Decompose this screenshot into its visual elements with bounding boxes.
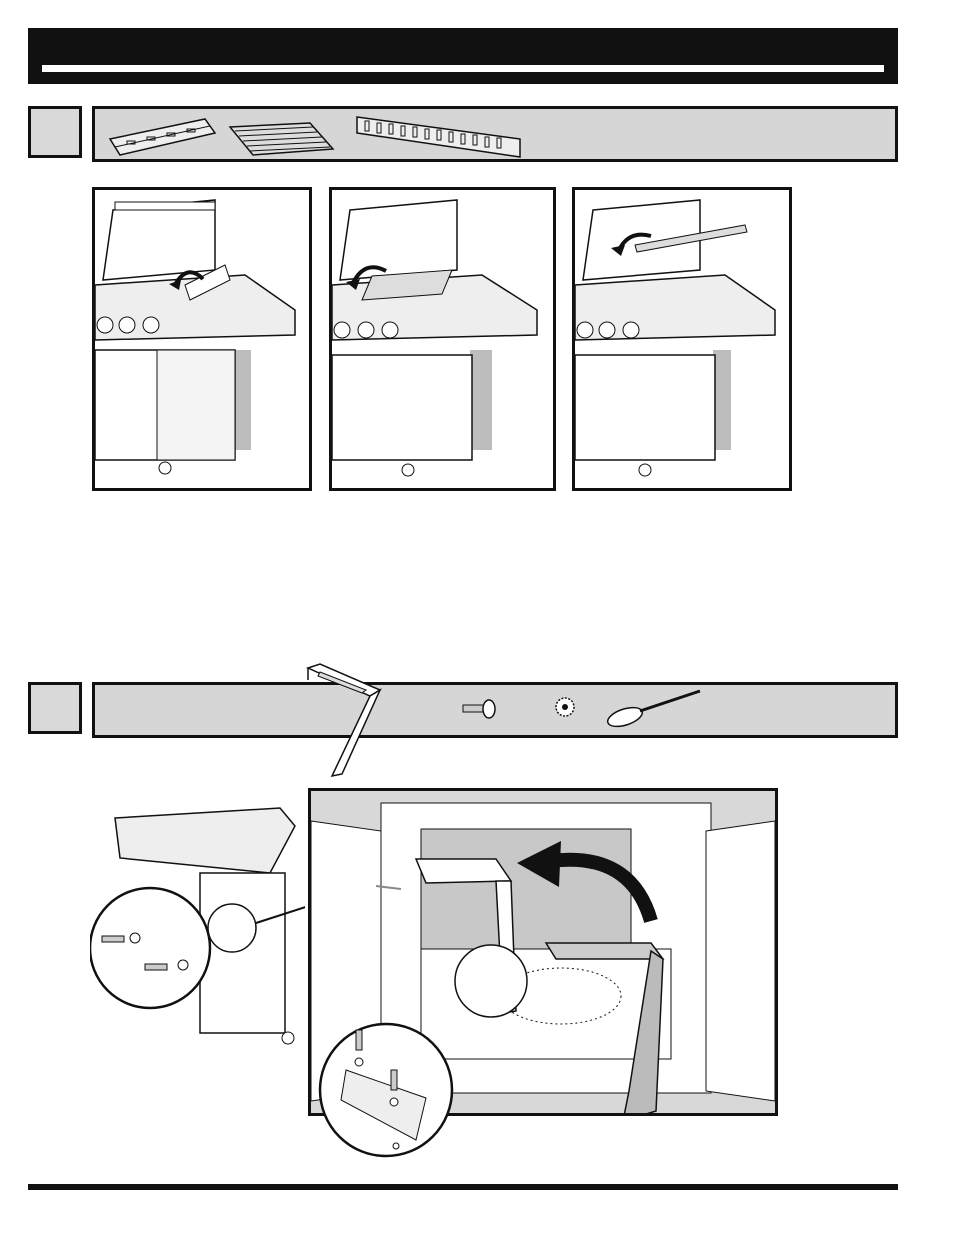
header-rule: [42, 65, 884, 72]
step-1-number-box: [28, 106, 82, 158]
heat-tent-icon: [110, 119, 215, 155]
screwdriver-icon: [605, 691, 700, 730]
screw-icon: [463, 700, 495, 718]
lock-washer-icon: [556, 698, 574, 716]
warming-rack-icon: [357, 117, 520, 157]
step-2-number-box: [28, 682, 82, 734]
tank-bracket-icon: [300, 660, 390, 780]
panel-install-cooking-grates: [329, 187, 556, 491]
header-bar: [28, 28, 898, 84]
grill-grate-illustration: [332, 190, 553, 488]
panel-install-warming-rack: [572, 187, 792, 491]
bracket-screw-detail-callout: [316, 1020, 456, 1160]
tank-bracket-part: [300, 660, 390, 780]
panel-install-heat-tents: [92, 187, 312, 491]
grill-heat-tent-illustration: [95, 190, 309, 488]
cooking-grate-icon: [230, 123, 333, 155]
screw-detail-callout: [90, 888, 210, 1008]
footer-rule: [28, 1184, 898, 1190]
step-2-parts-bar: [92, 682, 898, 738]
panel-side-panel-screw-detail: [90, 798, 305, 1058]
grill-warming-rack-illustration: [575, 190, 789, 488]
step-1-parts-bar: [92, 106, 898, 162]
